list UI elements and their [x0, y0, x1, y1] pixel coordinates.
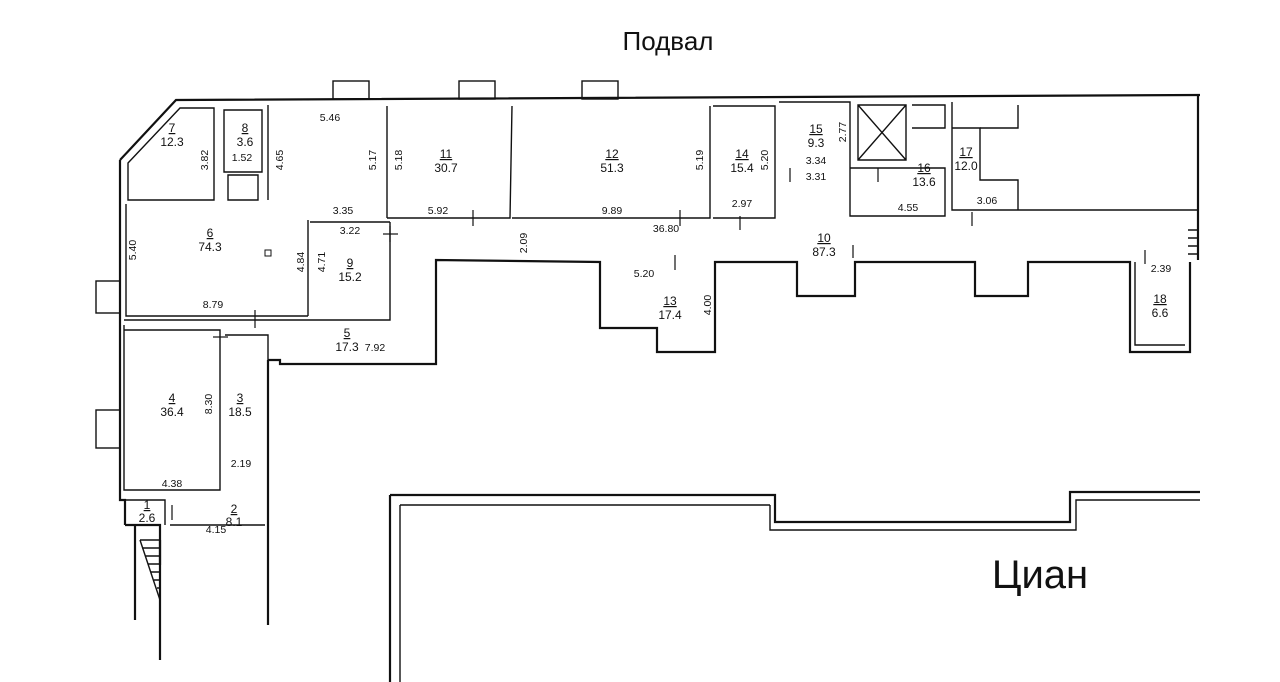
dimension: 5.20	[634, 268, 655, 280]
dimension: 4.71	[316, 252, 328, 273]
dimension: 8.79	[203, 299, 224, 311]
room-number: 16	[917, 161, 931, 175]
dimension: 2.97	[732, 198, 753, 210]
dimension: 1.52	[232, 152, 253, 164]
dimension: 3.22	[340, 225, 361, 237]
dimension: 4.65	[274, 150, 286, 171]
room-number: 14	[735, 147, 749, 161]
door-markers	[171, 168, 1146, 520]
room-number: 17	[959, 145, 973, 159]
room-area: 87.3	[812, 245, 836, 259]
dimension: 3.06	[977, 195, 998, 207]
room-area: 12.3	[160, 135, 184, 149]
room-area: 13.6	[912, 175, 936, 189]
dimension: 5.46	[320, 112, 341, 124]
dimension: 3.35	[333, 205, 354, 217]
page-background	[292, 0, 977, 682]
room-number: 1	[144, 498, 151, 512]
dimension: 5.19	[694, 150, 706, 171]
dimension: 4.15	[206, 524, 227, 536]
room-number: 4	[169, 391, 176, 405]
room-area: 30.7	[434, 161, 458, 175]
dimension: 3.34	[806, 155, 827, 167]
room-area: 3.6	[237, 135, 254, 149]
dimension: 5.20	[759, 150, 771, 171]
room-number: 11	[440, 147, 453, 161]
room-area: 6.6	[1152, 306, 1169, 320]
room-area: 15.4	[730, 161, 754, 175]
room-area: 12.0	[954, 159, 978, 173]
stairs	[139, 229, 1198, 601]
dimension: 5.18	[393, 150, 405, 171]
room-number: 9	[347, 256, 354, 270]
room-area: 17.4	[658, 308, 682, 322]
dimension: 5.92	[428, 205, 449, 217]
room-number: 12	[605, 147, 619, 161]
room-number: 13	[663, 294, 677, 308]
room-number: 2	[231, 502, 238, 516]
room-area: 8.1	[226, 515, 243, 529]
room-area: 18.5	[228, 405, 252, 419]
dimension: 8.30	[203, 394, 215, 415]
dimension: 2.77	[837, 122, 849, 143]
room-number: 8	[242, 121, 249, 135]
dimension-labels: 5.46 4.65 3.82 1.52 5.17 5.18 3.35 5.92 …	[127, 112, 1171, 536]
dimension: 4.38	[162, 478, 183, 490]
dimension: 3.82	[199, 150, 211, 171]
watermark: Циан	[992, 553, 1088, 597]
room-area: 74.3	[198, 240, 222, 254]
room-number: 10	[817, 231, 831, 245]
room-labels: 7 12.3 8 3.6 6 74.3 11 30.7 12 51.3 14 1…	[139, 121, 1169, 529]
room-number: 7	[169, 121, 176, 135]
dimension: 7.92	[365, 342, 386, 354]
room-area: 15.2	[338, 270, 362, 284]
room-area: 51.3	[600, 161, 624, 175]
room-area: 36.4	[160, 405, 184, 419]
plan-title: Подвал	[623, 26, 714, 56]
room-number: 5	[344, 326, 351, 340]
dimension: 3.31	[806, 171, 827, 183]
room-number: 18	[1153, 292, 1167, 306]
dimension: 4.00	[702, 295, 714, 316]
dimension: 5.40	[127, 240, 139, 261]
room-area: 17.3	[335, 340, 359, 354]
dimension: 4.84	[295, 252, 307, 273]
room-number: 6	[207, 226, 214, 240]
dimension: 36.80	[653, 223, 679, 235]
interior-walls	[123, 101, 1198, 526]
room-number: 3	[237, 391, 244, 405]
room-number: 15	[809, 122, 823, 136]
dimension: 9.89	[602, 205, 623, 217]
room-area: 9.3	[808, 136, 825, 150]
dimension: 2.39	[1151, 263, 1172, 275]
dimension: 5.17	[367, 150, 379, 171]
room-area: 2.6	[139, 511, 156, 525]
dimension: 4.55	[898, 202, 919, 214]
dimension: 2.19	[231, 458, 252, 470]
dimension: 2.09	[518, 233, 530, 254]
